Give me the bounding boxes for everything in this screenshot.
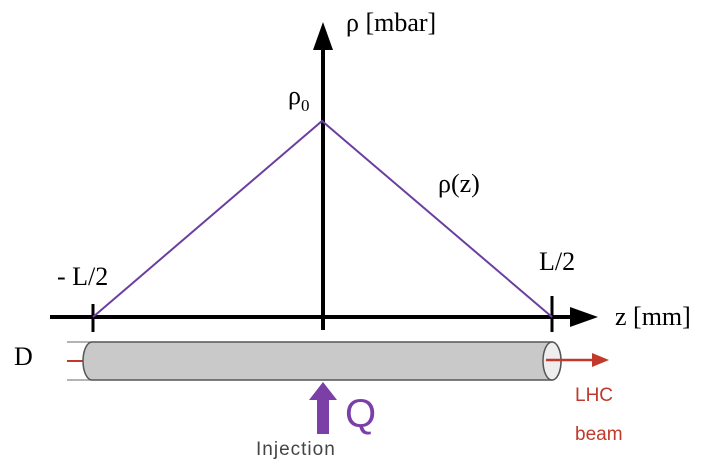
diameter-label: D (14, 342, 33, 371)
peak-label: ρ0 (288, 81, 309, 115)
right-edge-label: L/2 (539, 247, 575, 276)
pipe-body (82, 341, 562, 381)
left-edge-label: - L/2 (57, 262, 108, 291)
beam-arrowhead (592, 353, 609, 367)
x-axis-label: z [mm] (615, 302, 691, 331)
injection-arrow-shaft (317, 398, 329, 434)
peak-label-subscript: 0 (301, 96, 310, 115)
curve-label: ρ(z) (438, 169, 480, 198)
beam-label-line1: LHC (575, 385, 613, 406)
y-axis-arrowhead (313, 22, 333, 50)
x-axis-arrowhead (570, 307, 598, 327)
injection-arrow-head (309, 382, 337, 400)
beam-label-line2: beam (575, 424, 623, 445)
y-axis-label: ρ [mbar] (346, 8, 436, 37)
vacuum-pipe (82, 341, 562, 381)
injection-label: Injection (256, 439, 336, 460)
density-profile-curve (92, 119, 553, 318)
injection-flow-label: Q (345, 392, 376, 436)
